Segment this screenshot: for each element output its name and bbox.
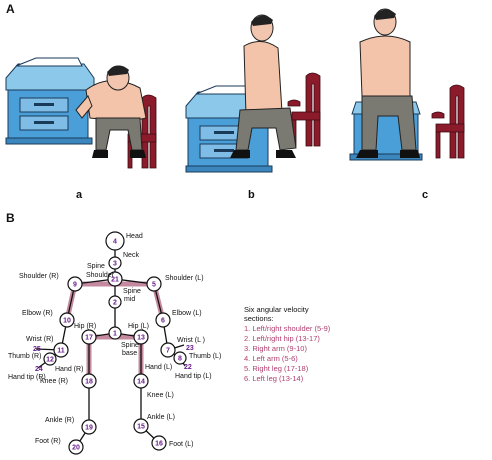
node-number-9: 9 — [73, 282, 77, 289]
node-number-11: 11 — [57, 348, 65, 355]
node-number-3: 3 — [113, 261, 117, 268]
joint-1-spine-base — [108, 326, 122, 340]
label-spine-base-1: Spine — [121, 342, 139, 349]
label-neck: Neck — [123, 252, 139, 259]
joint-12-hand-r — [43, 352, 57, 366]
node-number-19: 19 — [85, 425, 93, 432]
panel-b-label: B — [6, 211, 15, 225]
legend-item-3: 3. Right arm (9-10) — [244, 344, 307, 353]
scene-b-illustration — [185, 14, 321, 173]
legend-title-line-2: sections: — [244, 314, 274, 323]
label-foot-r: Foot (R) — [35, 438, 61, 445]
person-b — [230, 14, 297, 158]
joint-13-hip-l — [133, 329, 149, 345]
joint-10-elbow-r — [59, 312, 75, 328]
person-c — [356, 8, 420, 158]
panel-a-label: A — [6, 2, 15, 16]
node-number-2: 2 — [113, 300, 117, 307]
label-spine-shoulder-1: Spine — [87, 263, 105, 270]
label-elbow-l: Elbow (L) — [172, 310, 202, 317]
node-number-7: 7 — [166, 348, 170, 355]
joint-8-hand-l — [173, 351, 187, 365]
joint-11-wrist-r — [53, 342, 69, 358]
label-hand-tip-l: Hand tip (L) — [175, 373, 212, 380]
sub-label-b: b — [248, 189, 255, 201]
joint-6-elbow-l — [155, 312, 171, 328]
joint-7-wrist-l — [160, 342, 176, 358]
node-number-15: 15 — [137, 424, 145, 431]
label-foot-l: Foot (L) — [169, 441, 194, 448]
node-number-23: 23 — [186, 345, 194, 352]
node-number-17: 17 — [85, 335, 93, 342]
joint-15-ankle-l — [133, 418, 149, 434]
sub-label-c: c — [422, 189, 428, 201]
node-number-1: 1 — [113, 331, 117, 338]
label-wrist-r: Wrist (R) — [26, 336, 53, 343]
node-number-12: 12 — [46, 357, 54, 364]
joint-20-foot-r — [68, 439, 84, 455]
node-number-21: 21 — [111, 277, 119, 284]
label-hip-l: Hip (L) — [128, 323, 149, 330]
label-ankle-l: Ankle (L) — [147, 414, 175, 421]
sub-label-a: a — [76, 189, 83, 201]
label-wrist-l: Wrist (L ) — [177, 337, 205, 344]
node-number-4: 4 — [113, 239, 117, 246]
scene-c-illustration — [349, 8, 465, 161]
label-hip-r: Hip (R) — [74, 323, 96, 330]
label-shoulder-l: Shoulder (L) — [165, 275, 204, 282]
label-hand-r: Hand (R) — [55, 366, 83, 373]
joint-18-knee-r — [81, 373, 97, 389]
node-number-24: 24 — [35, 366, 43, 373]
joint-17-hip-r — [81, 329, 97, 345]
joint-9-shoulder-r — [67, 276, 83, 292]
node-number-14: 14 — [137, 379, 145, 386]
label-ankle-r: Ankle (R) — [45, 417, 74, 424]
joint-5-shoulder-l — [146, 276, 162, 292]
label-spine-base-2: base — [122, 350, 137, 357]
node-number-13: 13 — [137, 335, 145, 342]
joint-2-spine-mid — [108, 295, 122, 309]
person-a — [75, 65, 147, 158]
node-number-5: 5 — [152, 282, 156, 289]
node-number-10: 10 — [63, 318, 71, 325]
label-spine-mid-1: Spine — [123, 288, 141, 295]
joint-21-spine-shoulder — [107, 271, 123, 287]
legend-title-line-1: Six angular velocity — [244, 305, 309, 314]
legend-item-5: 5. Right leg (17-18) — [244, 364, 309, 373]
label-spine-mid-2: mid — [124, 296, 135, 303]
node-number-8: 8 — [178, 356, 182, 363]
label-thumb-l: Thumb (L) — [189, 353, 221, 360]
joint-14-knee-l — [133, 373, 149, 389]
label-shoulder-r: Shoulder (R) — [19, 273, 59, 280]
label-hand-l: Hand (L) — [145, 364, 172, 371]
node-number-6: 6 — [161, 318, 165, 325]
legend-item-4: 4. Left arm (5-6) — [244, 354, 298, 363]
skeleton-diagram: 4 3 21 9 5 2 10 6 1 17 13 11 7 12 8 18 1… — [8, 231, 221, 455]
joint-4-head — [105, 231, 125, 251]
scene-a-illustration — [5, 57, 157, 169]
node-number-25: 25 — [33, 346, 41, 353]
node-number-22: 22 — [184, 364, 192, 371]
label-thumb-r: Thumb (R) — [8, 353, 41, 360]
legend: Six angular velocity sections: 1. Left/r… — [244, 305, 331, 383]
label-spine-shoulder-2: Shoulder — [86, 272, 115, 279]
joint-19-ankle-r — [81, 419, 97, 435]
label-knee-l: Knee (L) — [147, 392, 174, 399]
legend-item-6: 6. Left leg (13-14) — [244, 374, 304, 383]
label-knee-r: Knee (R) — [40, 378, 68, 385]
chair-c — [431, 84, 465, 159]
node-number-18: 18 — [85, 379, 93, 386]
node-number-16: 16 — [155, 441, 163, 448]
label-elbow-r: Elbow (R) — [22, 310, 53, 317]
joint-3-neck — [108, 256, 122, 270]
legend-item-2: 2. Left/right hip (13-17) — [244, 334, 320, 343]
legend-item-1: 1. Left/right shoulder (5-9) — [244, 324, 331, 333]
joint-16-foot-l — [151, 435, 167, 451]
node-number-20: 20 — [72, 445, 80, 452]
joint-nodes — [43, 231, 187, 455]
label-hand-tip-r: Hand tip (R) — [8, 374, 46, 381]
label-head: Head — [126, 233, 143, 240]
